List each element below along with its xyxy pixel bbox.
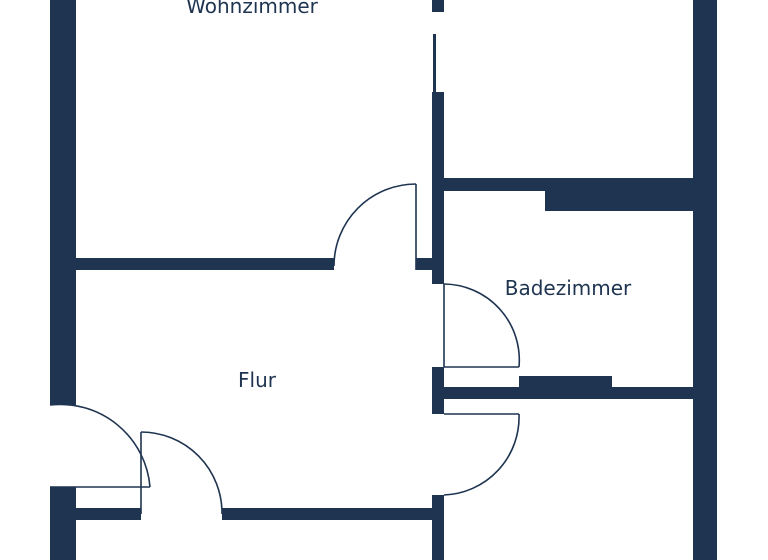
- wall-right: [693, 0, 717, 560]
- door-lower-right-room: [443, 413, 520, 496]
- wall-flur-bottom-left: [76, 508, 141, 520]
- room-label-badezimmer: Badezimmer: [505, 276, 632, 300]
- room-label-flur: Flur: [238, 368, 277, 392]
- door-wohnzimmer: [333, 183, 417, 270]
- wall-left-lower: [50, 487, 76, 560]
- wall-badezimmer-bottom-block: [519, 376, 612, 388]
- wall-wohnzimmer-bottom: [76, 258, 334, 270]
- room-label-wohnzimmer: Wohnzimmer: [186, 0, 319, 18]
- wall-badezimmer-bottom: [444, 387, 693, 399]
- wall-center-slim: [433, 34, 436, 92]
- wall-upper-right-block: [545, 178, 693, 211]
- wall-flur-bottom-right: [222, 508, 432, 520]
- wall-left-upper: [50, 0, 76, 405]
- door-badezimmer: [443, 283, 521, 368]
- wall-center-lower: [432, 495, 444, 560]
- wall-center-mid: [432, 367, 444, 414]
- wall-center-upper: [432, 92, 444, 284]
- wall-wohnzimmer-bottom-stub: [416, 258, 432, 270]
- door-lower-left-room: [140, 431, 223, 515]
- wall-center-top-stub: [432, 0, 444, 12]
- door-entrance: [49, 403, 151, 488]
